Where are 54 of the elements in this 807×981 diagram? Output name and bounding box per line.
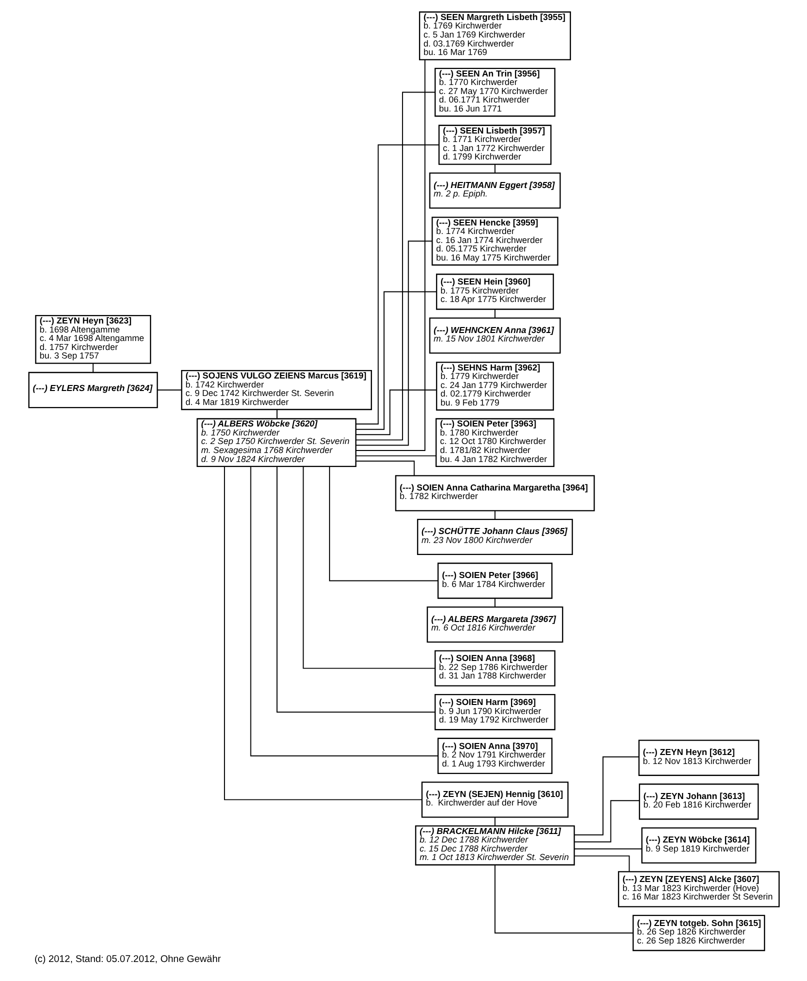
node-box: (---) ZEYN (SEJEN) Hennig [3610] b. Kirchwerder auf der Hove (420, 782, 568, 818)
node-box: (---) WEHNCKEN Anna [3961] m. 15 Nov 1801 Kirchwerder (428, 317, 560, 354)
connector (354, 144, 439, 425)
node-box: (---) ZEYN Heyn [3623] b. 1698 Altengamme c. 4 Mar 1698 Altengamme d. 1757 Kirchwerder bu. 3 Sep 1757 (34, 315, 151, 364)
node-box: (---) SOIEN Anna [3968] b. 22 Sep 1786 Kirchwerder d. 31 Jan 1788 Kirchwerder (434, 650, 555, 686)
node-box: (---) SEEN Hein [3960] b. 1775 Kirchwerder c. 18 Apr 1775 Kirchwerder (436, 274, 554, 310)
node-box: (---) SEEN Hencke [3959] b. 1774 Kirchwerder c. 16 Jan 1774 Kirchwerder d. 05.1775 Kirchwerder bu. 16 May 1775 Kirchwerder (431, 216, 558, 266)
connector (354, 240, 432, 446)
connector (302, 466, 436, 669)
connector (573, 800, 640, 842)
connector (494, 510, 495, 520)
node-box: (---) SOJENS VULGO ZEIENS Marcus [3619] b. 1742 Kirchwerder c. 9 Dec 1742 Kirchwerder St. Severin d. 4 Mar 1819 Kirchwerder (180, 370, 372, 410)
connector (355, 291, 437, 430)
node-box: (---) SOIEN Anna [3970] b. 2 Nov 1791 Kirchwerder d. 1 Aug 1793 Kirchwerder (436, 738, 552, 774)
connector (355, 455, 436, 456)
connector (276, 466, 436, 713)
node-box: (---) BRACKELMANN Hilcke [3611] b. 12 Dec 1788 Kirchwerder c. 15 Dec 1788 Kirchwerder m. 1 Oct 1813 Kirchwerder St. Severin (414, 825, 574, 866)
node-box: (---) SOIEN Anna Catharina Margaretha [3964] b. 1782 Kirchwerder (394, 475, 594, 512)
connector (573, 848, 642, 850)
node-box: (---) SOIEN Peter [3963] b. 1780 Kirchwerder c. 12 Oct 1780 Kirchwerder d. 1781/82 Kirchwerder bu. 4 Jan 1782 Kirchwerder (435, 418, 554, 467)
node-box: (---) ALBERS Margareta [3967] m. 6 Oct 1816 Kirchwerder (426, 606, 563, 643)
connector (494, 864, 633, 934)
node-box: (---) ALBERS Wöbcke [3620] b. 1750 Kirchwerder c. 2 Sep 1750 Kirchwerder St. Severin m. Sexagesima 1768 Kirchwerder d. 9 Nov 1824 Kirchwerder (196, 418, 356, 467)
connector (354, 390, 437, 436)
connector (494, 164, 495, 174)
connector (250, 466, 438, 756)
caption: (c) 2012, Stand: 05.07.2012, Ohne Gewähr (34, 954, 220, 966)
connector (573, 756, 639, 836)
connector (494, 308, 495, 318)
node-box: (---) EYLERS Margreth [3624] (28, 372, 158, 408)
connector (355, 92, 436, 440)
connector (574, 855, 630, 872)
connector (354, 59, 425, 452)
node-box: (---) ZEYN [ZEYENS] Alcke [3607] b. 13 Mar 1823 Kirchwerder (Hove) c. 16 Mar 1823 Kirchwerder St Severin (617, 871, 780, 908)
node-box: (---) ZEYN Wöbcke [3614] b. 9 Sep 1819 Kirchwerder (640, 827, 756, 864)
connector (276, 409, 277, 420)
node-box: (---) SEEN Margreth Lisbeth [3955] b. 1769 Kirchwerder c. 5 Jan 1769 Kirchwerder d. 03.1769 Kirchwerder bu. 16 Mar 1769 (418, 11, 570, 60)
node-box: (---) SOIEN Harm [3969] b. 9 Jun 1790 Kirchwerder d. 19 May 1792 Kirchwerder (434, 694, 555, 730)
node-box: (---) SEHNS Harm [3962] b. 1779 Kirchwerder c. 24 Jan 1779 Kirchwerder d. 02.1779 Kirchwerder bu. 9 Feb 1779 (436, 362, 554, 411)
node-box: (---) SCHÜTTE Johann Claus [3965] m. 23 Nov 1800 Kirchwerder (416, 518, 572, 556)
node-box: (---) SEEN An Trin [3956] b. 1770 Kirchwerder c. 27 May 1770 Kirchwerder d. 06.1771 Kirchwerder bu. 16 Jun 1771 (434, 68, 555, 117)
node-box: (---) HEITMANN Eggert [3958] m. 2 p. Epiph. (428, 172, 560, 209)
connector (355, 460, 414, 476)
connector (494, 816, 495, 826)
node-box: (---) ZEYN totgeb. Sohn [3615] b. 26 Sep 1826 Kirchwerder c. 26 Sep 1826 Kirchwerder (632, 914, 765, 952)
connector (223, 466, 422, 800)
node-box: (---) ZEYN Heyn [3612] b. 12 Nov 1813 Kirchwerder (638, 740, 759, 776)
node-box: (---) SOIEN Peter [3966] b. 6 Mar 1784 Kirchwerder (436, 562, 552, 599)
connector (92, 363, 94, 373)
node-box: (---) SEEN Lisbeth [3957] b. 1771 Kirchwerder c. 1 Jan 1772 Kirchwerder d. 1799 Kirchwerder (438, 124, 552, 165)
node-box: (---) ZEYN Johann [3613] b. 20 Feb 1816 Kirchwerder (638, 784, 758, 820)
connector (494, 598, 495, 608)
connector (156, 390, 182, 391)
connector (328, 466, 438, 582)
